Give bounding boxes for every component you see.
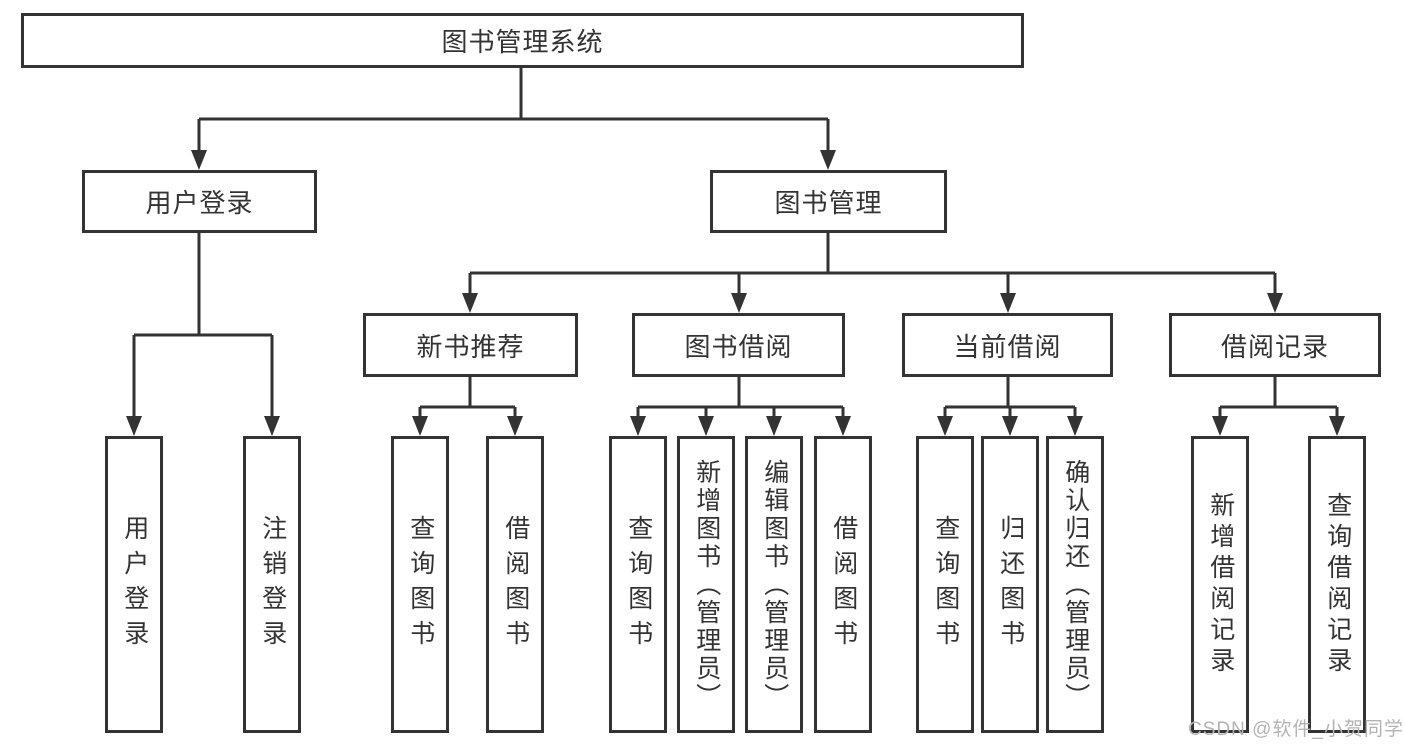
node-current-borrowing: 当前借阅 <box>902 313 1113 377</box>
node-query-borrow-record: 查询借阅记录 <box>1308 436 1366 733</box>
node-borrow-books-recommend: 借阅图书 <box>486 436 544 733</box>
arrowheads <box>126 150 1345 436</box>
node-user-login-leaf: 用户登录 <box>105 436 163 733</box>
node-borrow-books-leaf: 借阅图书 <box>814 436 872 733</box>
node-library-management-system: 图书管理系统 <box>21 13 1024 68</box>
node-query-books-recommend: 查询图书 <box>391 436 449 733</box>
node-new-book-recommendation: 新书推荐 <box>363 313 578 377</box>
node-book-borrowing: 图书借阅 <box>632 313 845 377</box>
node-query-books-borrow: 查询图书 <box>609 436 667 733</box>
watermark-text: CSDN @软件_小贺同学 <box>1188 719 1404 740</box>
node-add-borrow-record: 新增借阅记录 <box>1191 436 1249 733</box>
node-book-management: 图书管理 <box>710 170 947 233</box>
node-confirm-return-admin: 确认归还（管理员） <box>1046 436 1104 733</box>
node-edit-book-admin: 编辑图书（管理员） <box>745 436 803 733</box>
node-query-books-current: 查询图书 <box>916 436 974 733</box>
node-user-login: 用户登录 <box>82 170 317 233</box>
node-return-books: 归还图书 <box>981 436 1039 733</box>
node-logout: 注销登录 <box>243 436 301 733</box>
node-borrowing-records: 借阅记录 <box>1169 313 1381 377</box>
node-add-book-admin: 新增图书（管理员） <box>677 436 735 733</box>
